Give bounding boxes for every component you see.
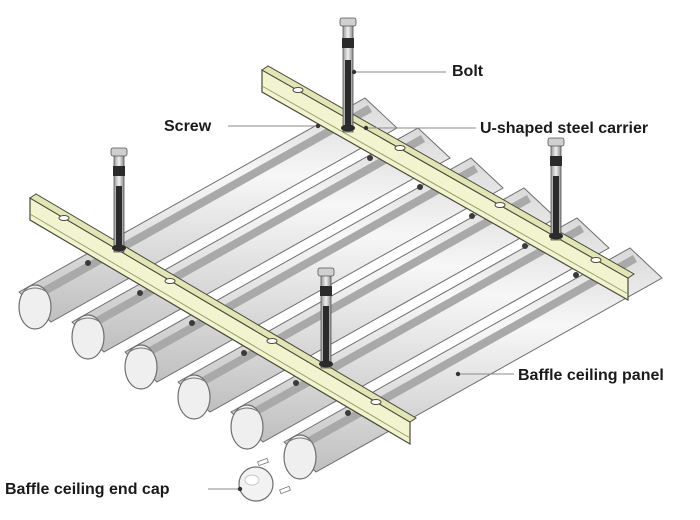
label-panel: Baffle ceiling panel (518, 367, 664, 384)
bolt (110, 147, 128, 253)
leader-lines (208, 71, 514, 490)
bolt (339, 17, 357, 133)
bolt (317, 267, 335, 369)
bolt (547, 137, 565, 241)
hanger-bolts (110, 17, 565, 369)
label-bolt: Bolt (452, 63, 484, 80)
end-cap (238, 457, 291, 502)
label-screw: Screw (164, 118, 212, 135)
label-end-cap: Baffle ceiling end cap (5, 481, 170, 498)
label-carrier: U-shaped steel carrier (480, 120, 648, 137)
